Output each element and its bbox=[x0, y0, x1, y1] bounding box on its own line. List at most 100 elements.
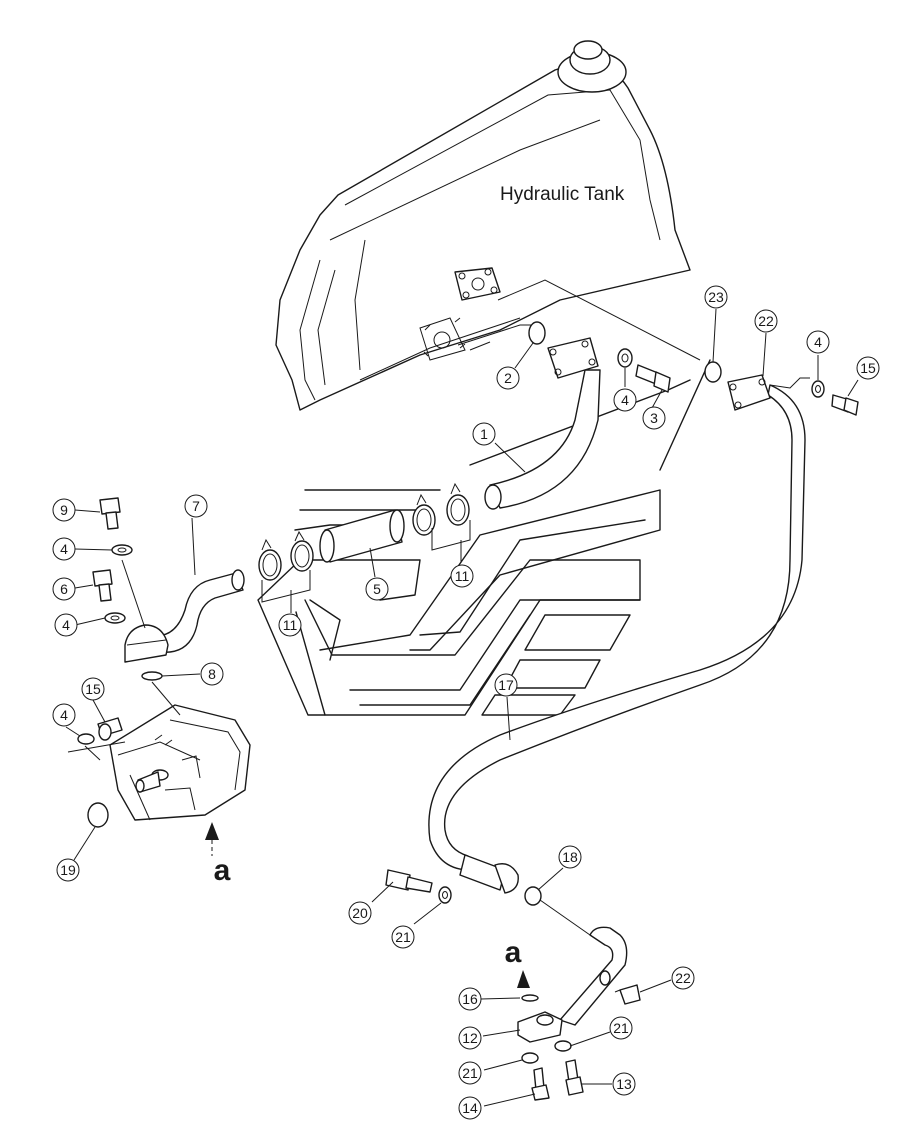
callout-18: 18 bbox=[558, 845, 582, 869]
svg-text:14: 14 bbox=[462, 1100, 478, 1116]
washer-21-upper bbox=[438, 886, 452, 904]
right-flange-line bbox=[769, 377, 810, 389]
pump-center-line bbox=[67, 741, 126, 761]
callout-4-right: 4 bbox=[806, 330, 830, 354]
o-ring-8 bbox=[141, 671, 163, 681]
svg-text:5: 5 bbox=[373, 581, 381, 597]
o-ring-23 bbox=[704, 361, 722, 383]
hose-5 bbox=[319, 509, 405, 563]
suction-hose bbox=[484, 337, 601, 510]
o-ring-19 bbox=[87, 802, 109, 828]
view-label-left: a bbox=[214, 854, 231, 887]
callout-9: 9 bbox=[52, 498, 76, 522]
svg-text:2: 2 bbox=[504, 370, 512, 386]
washer-21-left bbox=[521, 1052, 539, 1064]
svg-text:22: 22 bbox=[758, 313, 774, 329]
bolt-9 bbox=[99, 497, 121, 530]
svg-text:17: 17 bbox=[498, 677, 514, 693]
bolt-15-right bbox=[831, 394, 859, 416]
bolt-20 bbox=[385, 869, 433, 893]
callout-11-right: 11 bbox=[450, 564, 474, 588]
washer-4-tank bbox=[617, 348, 633, 368]
svg-text:20: 20 bbox=[352, 905, 368, 921]
elbow-fitting bbox=[124, 624, 169, 663]
callout-4-upper-left: 4 bbox=[52, 537, 76, 561]
hydraulic-tank bbox=[275, 40, 701, 411]
callout-17: 17 bbox=[494, 673, 518, 697]
svg-text:16: 16 bbox=[462, 991, 478, 1007]
svg-text:11: 11 bbox=[283, 617, 298, 633]
callout-23: 23 bbox=[704, 285, 728, 309]
callout-3: 3 bbox=[642, 406, 666, 430]
svg-text:22: 22 bbox=[675, 970, 691, 986]
bolt-6 bbox=[92, 569, 113, 602]
o-ring-2 bbox=[528, 321, 546, 345]
washer-4-upper-left bbox=[111, 544, 133, 556]
callout-13: 13 bbox=[612, 1072, 636, 1096]
callout-4-tank: 4 bbox=[613, 388, 637, 412]
svg-text:4: 4 bbox=[814, 334, 822, 350]
line-18 bbox=[539, 899, 591, 936]
callout-11-left: 11 bbox=[278, 613, 302, 637]
block-12 bbox=[517, 1011, 563, 1043]
clamp-left-pair bbox=[258, 530, 314, 603]
svg-text:15: 15 bbox=[860, 360, 876, 376]
flange-22-upper bbox=[727, 374, 771, 411]
callout-7: 7 bbox=[184, 494, 208, 518]
leader-lines bbox=[65, 308, 859, 1107]
hose-7 bbox=[149, 569, 245, 653]
svg-text:8: 8 bbox=[208, 666, 216, 682]
bolt-13 bbox=[565, 1059, 584, 1096]
callout-15-pump: 15 bbox=[81, 677, 105, 701]
bottom-elbow-pipe bbox=[559, 926, 628, 1026]
svg-text:15: 15 bbox=[85, 681, 101, 697]
view-label-bottom: a bbox=[505, 936, 522, 969]
bolt-3 bbox=[635, 364, 671, 393]
svg-text:23: 23 bbox=[708, 289, 724, 305]
svg-text:21: 21 bbox=[395, 929, 411, 945]
svg-text:19: 19 bbox=[60, 862, 76, 878]
svg-text:12: 12 bbox=[462, 1030, 478, 1046]
flange-22-lower bbox=[614, 984, 641, 1005]
view-arrow-left bbox=[205, 822, 219, 856]
svg-text:13: 13 bbox=[616, 1076, 632, 1092]
callout-21-left: 21 bbox=[458, 1061, 482, 1085]
callout-21-right: 21 bbox=[609, 1016, 633, 1040]
clamp-right-pair bbox=[412, 482, 471, 551]
washer-21-right bbox=[554, 1040, 572, 1052]
callout-21-upper: 21 bbox=[391, 925, 415, 949]
tank-label: Hydraulic Tank bbox=[500, 184, 625, 205]
callout-12: 12 bbox=[458, 1026, 482, 1050]
bolt-14 bbox=[531, 1067, 550, 1101]
svg-text:4: 4 bbox=[621, 392, 629, 408]
washer-4-lower-left bbox=[104, 612, 126, 624]
o-ring-16 bbox=[521, 994, 539, 1002]
svg-text:21: 21 bbox=[613, 1020, 629, 1036]
callout-16: 16 bbox=[458, 987, 482, 1011]
o-ring-18 bbox=[524, 886, 542, 906]
view-arrow-bottom bbox=[517, 970, 530, 988]
svg-text:6: 6 bbox=[60, 581, 68, 597]
callout-6: 6 bbox=[52, 577, 76, 601]
washer-4-right bbox=[811, 380, 825, 398]
callout-5: 5 bbox=[365, 577, 389, 601]
callout-4-lower-left: 4 bbox=[54, 613, 78, 637]
svg-text:21: 21 bbox=[462, 1065, 478, 1081]
callout-20: 20 bbox=[348, 901, 372, 925]
washer-4-pump bbox=[77, 733, 95, 745]
callout-8: 8 bbox=[200, 662, 224, 686]
pipe-17 bbox=[428, 384, 806, 894]
callout-22-lower: 22 bbox=[671, 966, 695, 990]
callout-22-upper: 22 bbox=[754, 309, 778, 333]
svg-text:4: 4 bbox=[60, 541, 68, 557]
svg-text:11: 11 bbox=[455, 568, 470, 584]
svg-text:7: 7 bbox=[192, 498, 200, 514]
callout-2: 2 bbox=[496, 366, 520, 390]
bolt-15-pump bbox=[97, 717, 123, 741]
pump-flange-block bbox=[109, 704, 251, 821]
svg-text:3: 3 bbox=[650, 410, 658, 426]
callout-4-pump: 4 bbox=[52, 703, 76, 727]
svg-text:18: 18 bbox=[562, 849, 578, 865]
callout-1: 1 bbox=[472, 422, 496, 446]
